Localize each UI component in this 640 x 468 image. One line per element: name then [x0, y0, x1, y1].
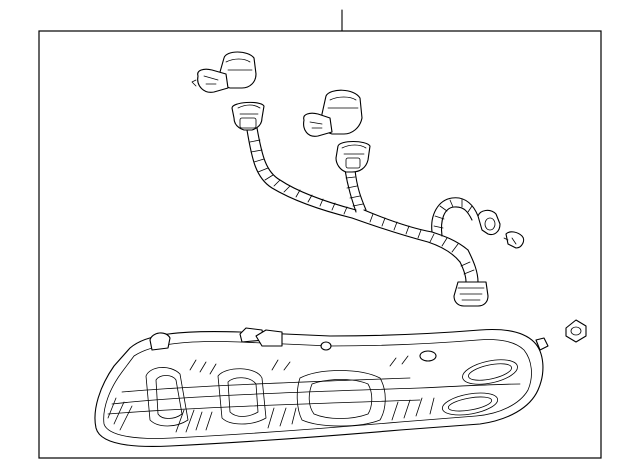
high-beam-bulb	[303, 89, 363, 137]
harness-connector-lower	[453, 281, 489, 307]
bulb-socket	[477, 209, 501, 236]
side-marker-bulb	[503, 231, 525, 249]
harness-connector-left	[231, 101, 265, 131]
harness-connector-center	[335, 140, 371, 173]
headlamp-bulb	[191, 51, 257, 93]
retaining-nut	[565, 319, 587, 343]
wiring-harness	[246, 127, 479, 283]
headlamp-assembly	[94, 327, 544, 447]
